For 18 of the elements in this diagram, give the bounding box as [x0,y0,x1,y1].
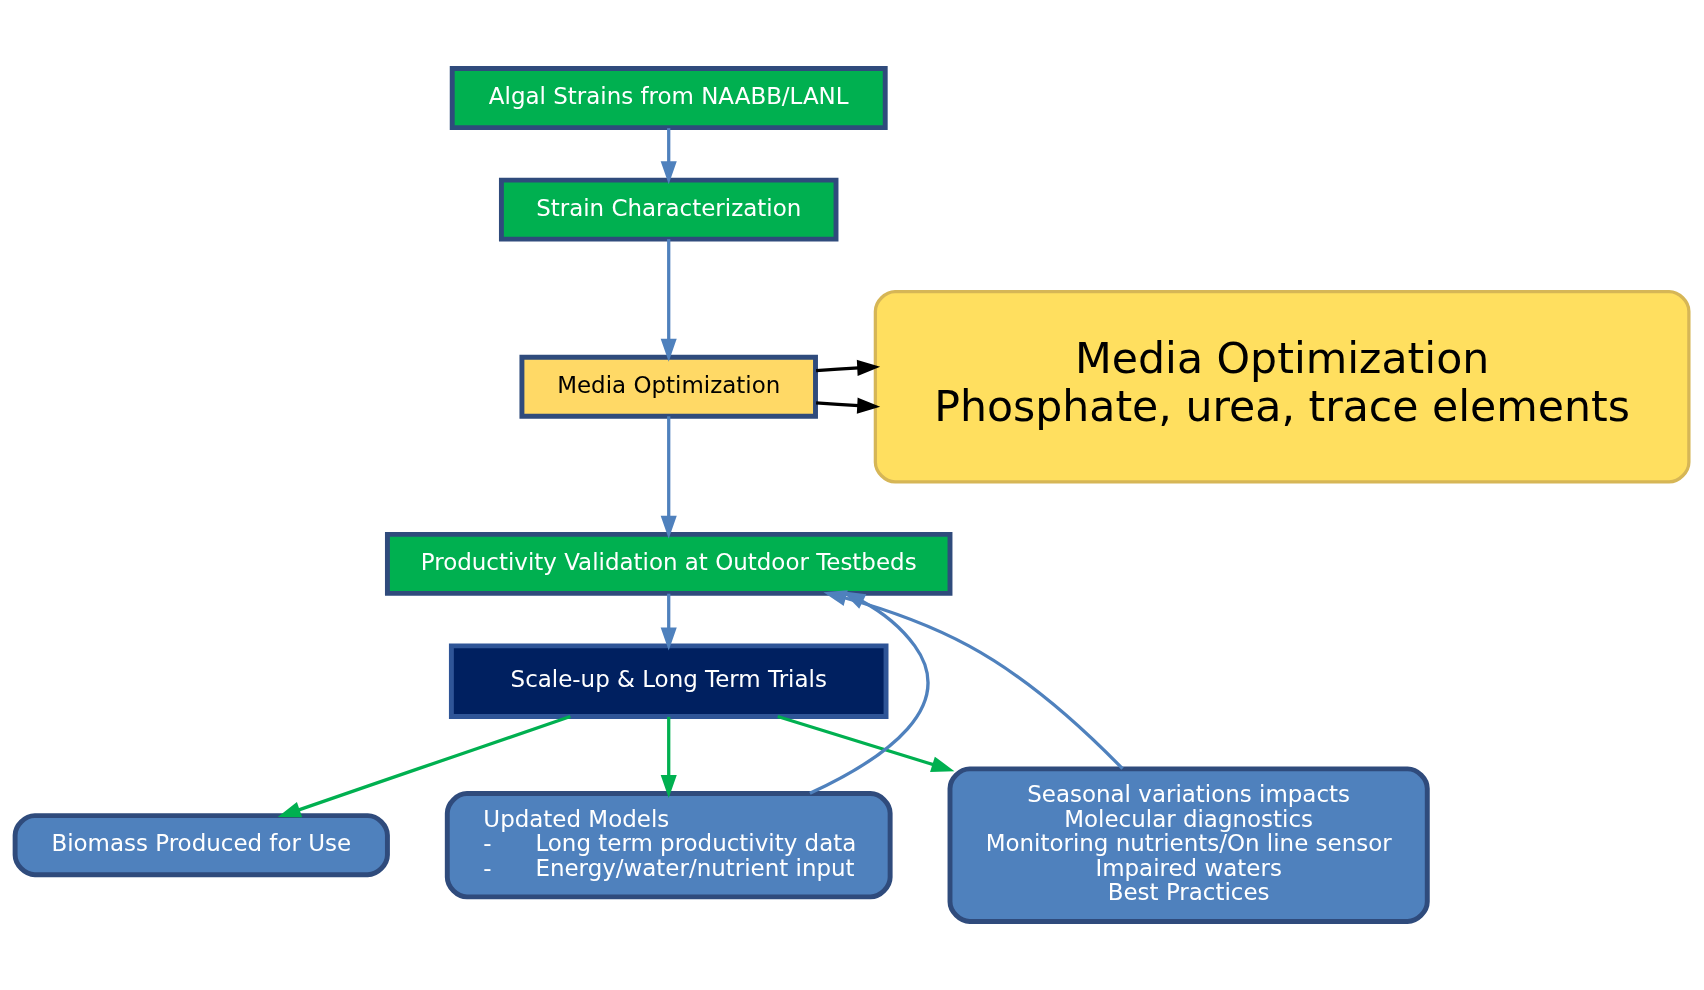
node-box: Updated Models - Long term productivity data - Energy/water/nutrient input [444,791,893,900]
node-box: Algal Strains from NAABB/LANL [449,66,888,131]
arrow [660,416,677,539]
node-box: Productivity Validation at Outdoor Testbeds [384,531,953,596]
arrow [815,359,881,376]
node-box: Seasonal variations impacts Molecular diagnostics Monitoring nutrients/On line sensor Impaired waters Best Practices [947,766,1430,924]
arrow [277,714,571,818]
node-box: Media Optimization [519,354,818,419]
node-box: Strain Characterization [498,177,839,242]
arrow [815,397,881,414]
arrow [660,128,677,185]
arrow [660,716,677,798]
arrow [660,239,677,362]
node-box: Media Optimization Phosphate, urea, trace elements [873,290,1691,484]
node-box: Scale-up & Long Term Trials [448,643,889,719]
node-box: Biomass Produced for Use [12,813,390,878]
arrow [777,714,955,773]
arrow [660,593,677,651]
